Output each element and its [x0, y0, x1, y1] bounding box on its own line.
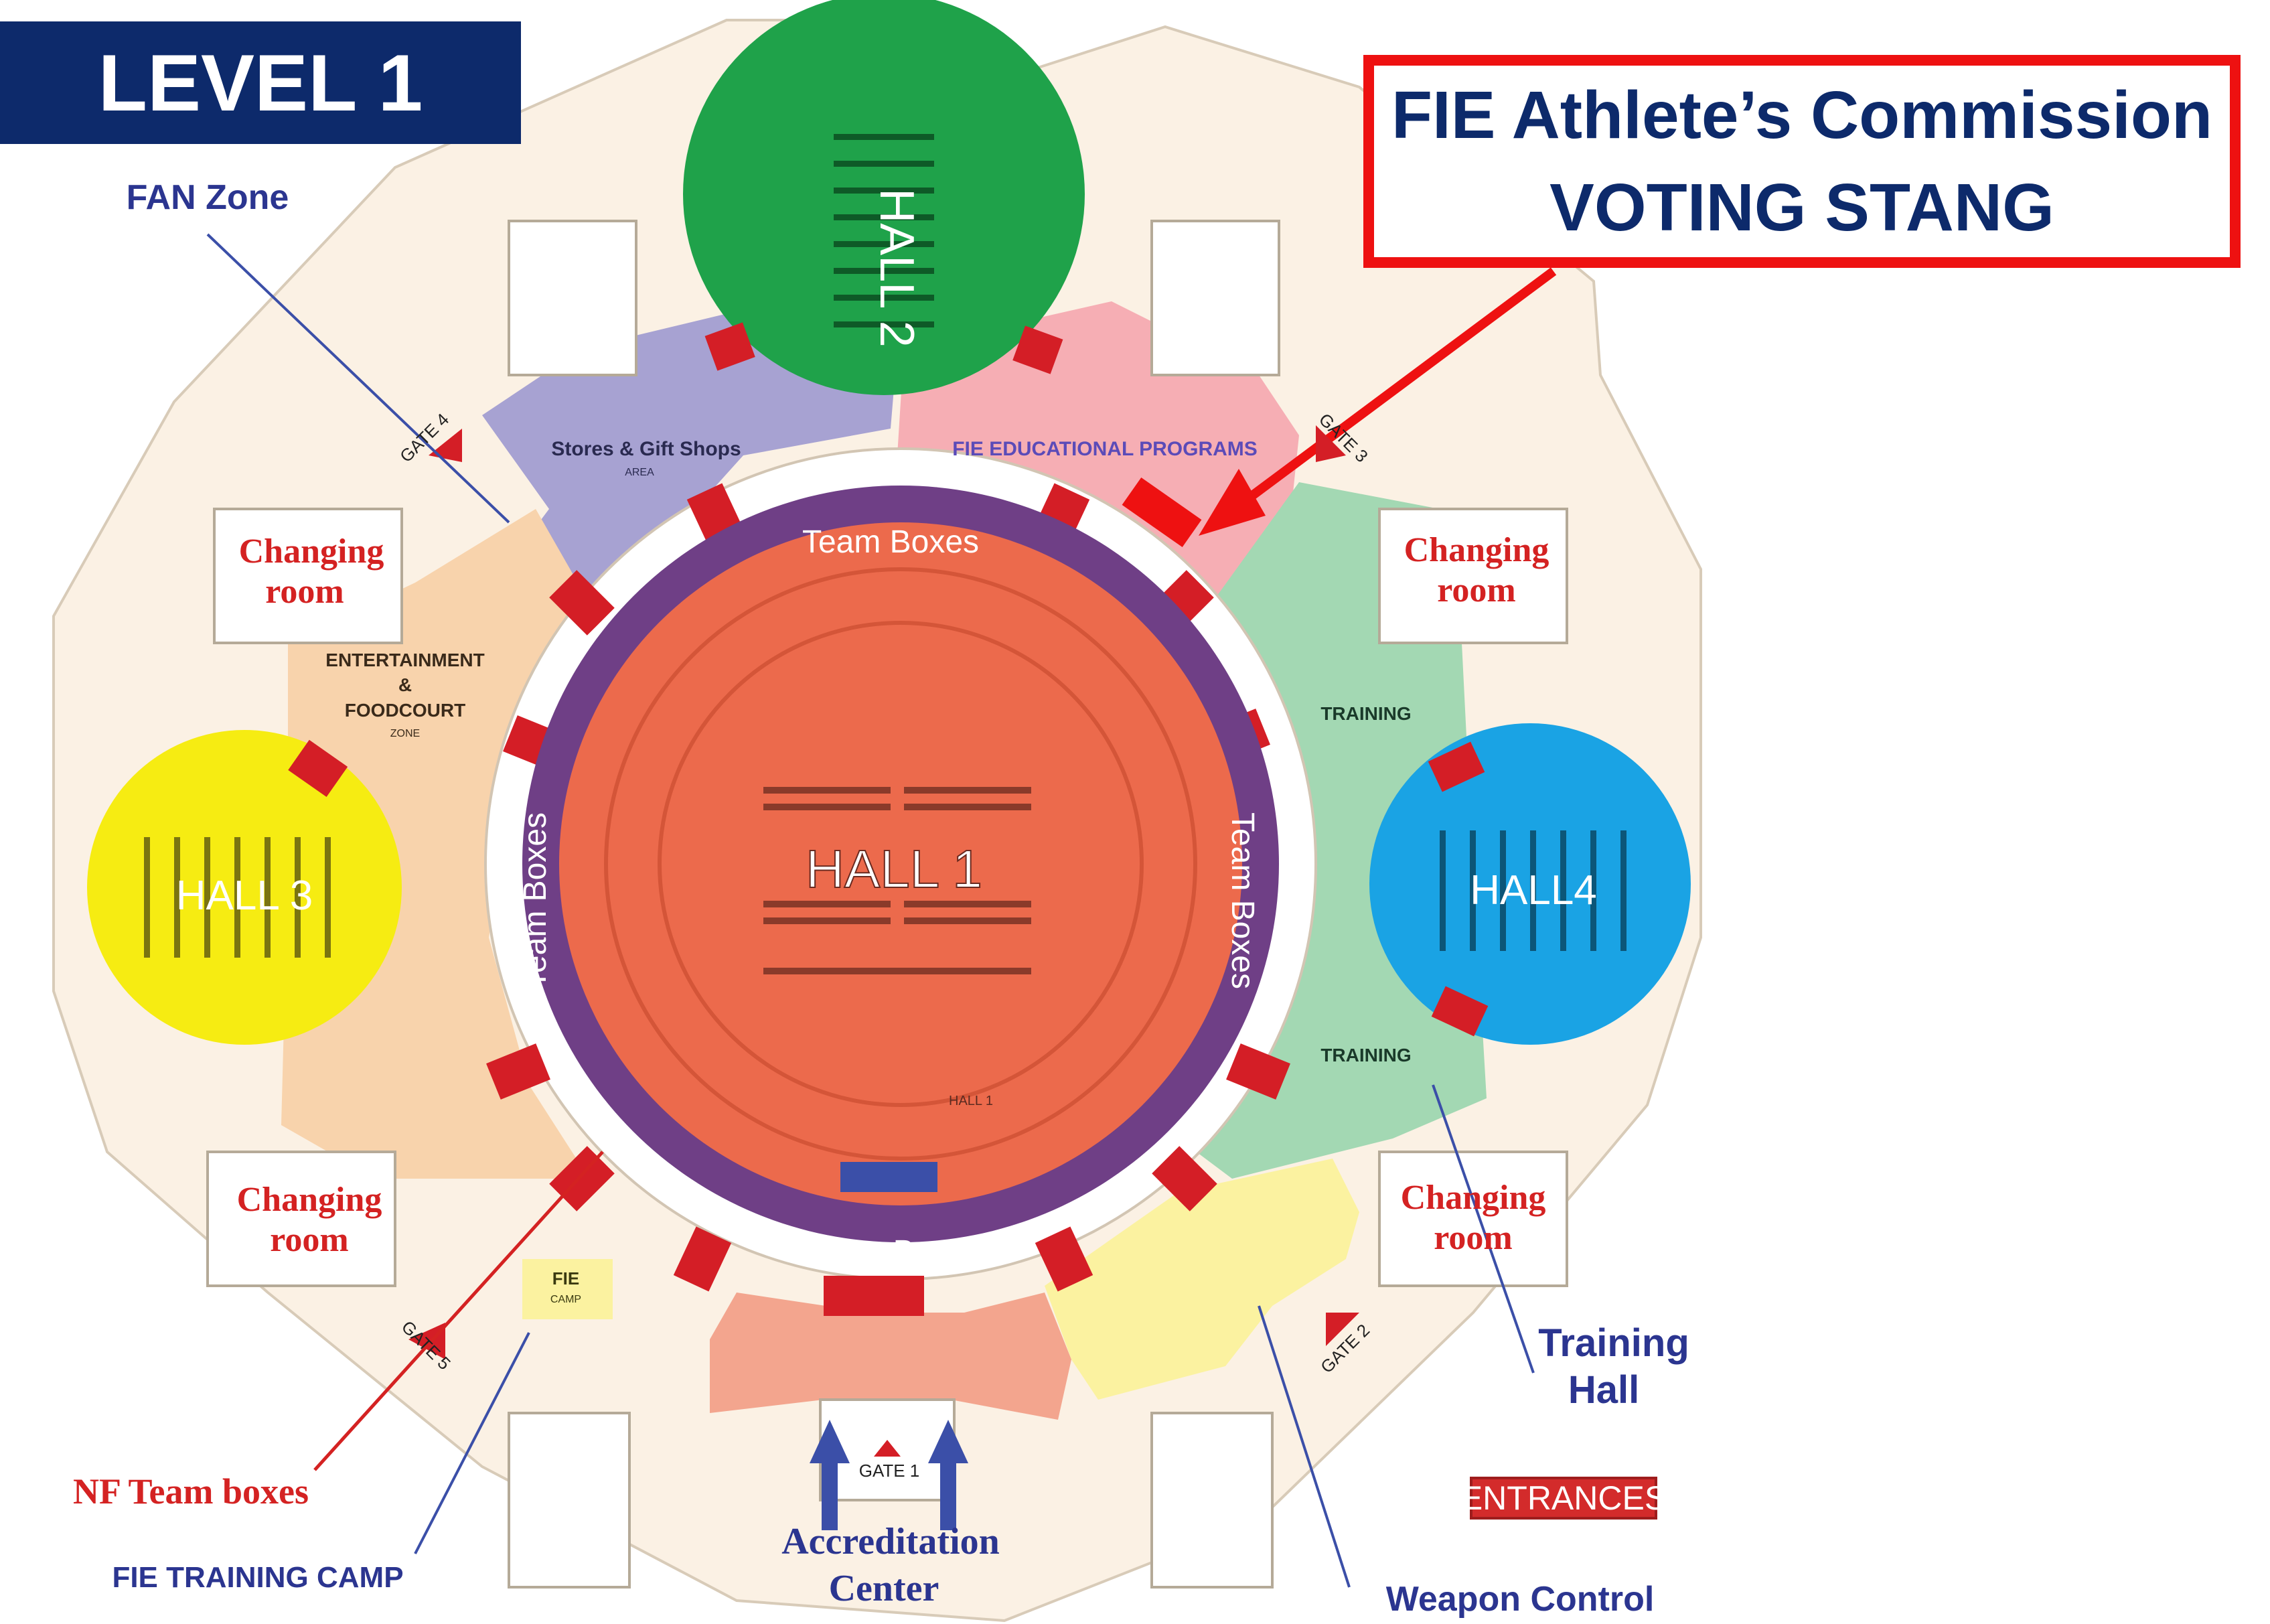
- fie-camp-label-l1: FIE: [552, 1268, 579, 1288]
- fie-camp-leader: [414, 1332, 530, 1554]
- training-top-label: TRAINING: [1320, 703, 1411, 724]
- changing-room-nw-l2: room: [265, 573, 344, 611]
- changing-room-nw-l1: Changing: [239, 532, 384, 571]
- changing-room-se-l1: Changing: [1401, 1179, 1546, 1217]
- hall1-small-label: HALL 1: [949, 1094, 993, 1108]
- fie-camp-label-l2: CAMP: [550, 1294, 581, 1305]
- changing-room-sw-l1: Changing: [237, 1181, 382, 1219]
- training-bottom-label: TRAINING: [1320, 1045, 1411, 1065]
- entrances-legend: ENTRANCES: [1460, 1477, 1667, 1520]
- fie-edu-label: FIE EDUCATIONAL PROGRAMS: [952, 438, 1258, 460]
- stores-sub-label: AREA: [625, 467, 654, 478]
- accreditation-zone: [710, 1293, 1071, 1420]
- accreditation-l1: Accreditation: [781, 1521, 1000, 1562]
- changing-room-ne: [1378, 508, 1568, 644]
- voting-arrow-line: [1235, 267, 1557, 510]
- hall2-box-right: [1012, 325, 1063, 374]
- foodcourt-sub: ZONE: [390, 728, 420, 739]
- hall3-box: [288, 739, 348, 798]
- hall1-stage: [840, 1162, 937, 1192]
- fan-zone-label: FAN Zone: [127, 178, 289, 217]
- hall1-inner-rows: [604, 567, 1197, 1161]
- hall3-area: [87, 730, 402, 1045]
- foodcourt-zone: [281, 509, 589, 1179]
- hall1-pistes: [763, 787, 1031, 974]
- stair-block-se: [1150, 1412, 1274, 1589]
- changing-room-se-l2: room: [1434, 1219, 1512, 1257]
- hall1-inner-rows-2: [658, 621, 1144, 1107]
- stair-block-ne: [1150, 220, 1280, 376]
- foodcourt-l3: FOODCOURT: [345, 700, 465, 721]
- foodcourt-l2: &: [398, 674, 412, 695]
- voting-stand-marker: [1122, 477, 1202, 548]
- training-hall-l2: Hall: [1568, 1368, 1639, 1412]
- changing-room-sw-l2: room: [270, 1221, 348, 1259]
- voting-callout-line1: FIE Athlete’s Commission: [1391, 78, 2213, 153]
- changing-room-sw: [206, 1151, 396, 1287]
- team-boxes-bottom: Team Boxes: [806, 1234, 982, 1270]
- weapon-control-leader: [1258, 1305, 1351, 1588]
- hall4-label: HALL4: [1470, 867, 1597, 913]
- training-hall-l1: Training: [1538, 1321, 1689, 1365]
- fan-zone-leader: [206, 233, 510, 524]
- changing-room-nw: [213, 508, 403, 644]
- hall2-box-left: [704, 322, 755, 371]
- team-boxes-left: Team Boxes: [518, 812, 553, 989]
- nf-team-leader: [313, 1151, 604, 1471]
- hall3-pistes: [144, 837, 331, 958]
- changing-room-ne-l1: Changing: [1404, 531, 1549, 569]
- hall4-box-top: [1428, 741, 1485, 792]
- voting-stand-callout: FIE Athlete’s Commission VOTING STANG: [1363, 55, 2241, 268]
- stair-block-nw: [508, 220, 637, 376]
- team-boxes-right: Team Boxes: [1225, 812, 1260, 989]
- hall1-label: HALL 1: [806, 839, 982, 899]
- hall3-label: HALL 3: [176, 873, 313, 919]
- fie-camp-zone: [522, 1259, 613, 1319]
- changing-room-ne-l2: room: [1437, 571, 1515, 609]
- nf-team-boxes-label: NF Team boxes: [73, 1471, 309, 1511]
- stair-block-sw: [508, 1412, 631, 1589]
- hall2-pistes: [834, 134, 934, 327]
- stores-gift-label: Stores & Gift Shops: [551, 438, 741, 460]
- weapon-zone: [1045, 1159, 1359, 1400]
- foodcourt-l1: ENTERTAINMENT: [325, 650, 484, 670]
- voting-arrow-head: [1199, 469, 1266, 536]
- fie-edu-zone: [897, 301, 1299, 603]
- hall4-box-bottom: [1431, 986, 1489, 1037]
- hall4-pistes: [1440, 830, 1626, 951]
- voting-callout-line2: VOTING STANG: [1549, 170, 2054, 245]
- level-badge: LEVEL 1: [0, 21, 521, 144]
- team-boxes-top: Team Boxes: [802, 524, 979, 560]
- accreditation-arrows: [810, 1420, 968, 1530]
- training-hall-leader: [1432, 1084, 1535, 1374]
- changing-room-se: [1378, 1151, 1568, 1287]
- gate1-label: GATE 1: [859, 1461, 920, 1481]
- weapon-control-label: Weapon Control: [1386, 1580, 1655, 1619]
- stores-zone: [482, 308, 897, 603]
- fie-training-camp-label: FIE TRAINING CAMP: [112, 1561, 403, 1594]
- hall2-area: [683, 0, 1085, 395]
- accreditation-l2: Center: [829, 1568, 939, 1609]
- hall2-label: HALL 2: [870, 188, 923, 347]
